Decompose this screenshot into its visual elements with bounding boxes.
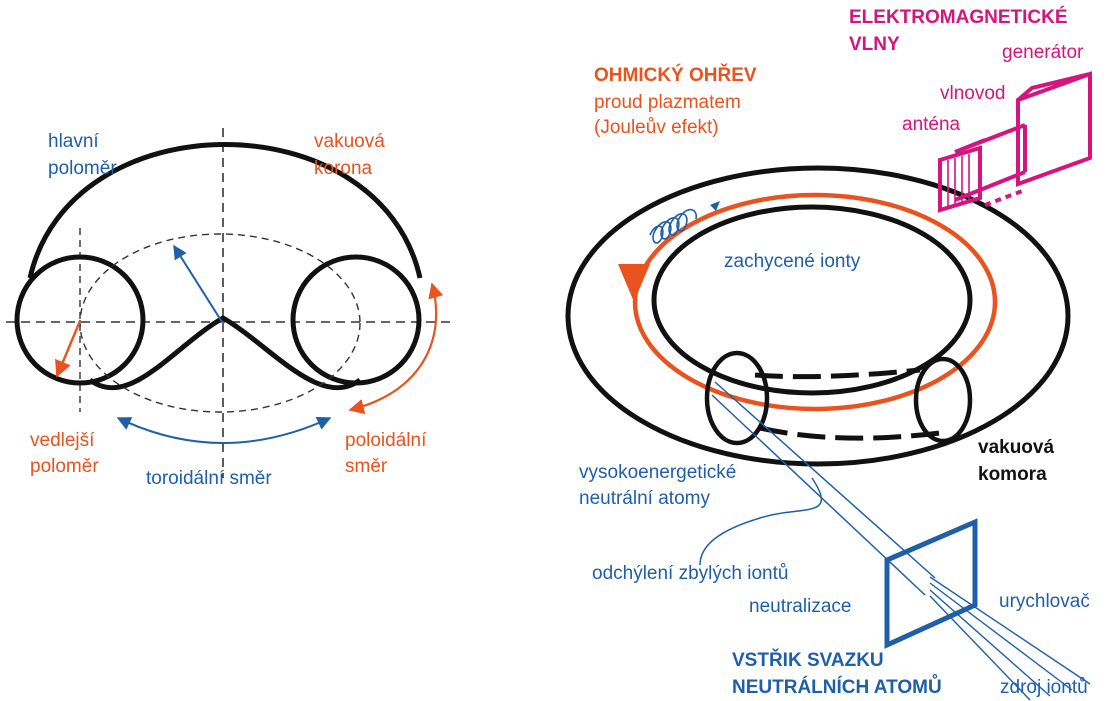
poloidal-direction-arrow [348,282,444,415]
plasma-current-arrow [618,264,650,302]
right-minor-circle [290,254,422,386]
neutral-beam-upper [714,381,936,579]
waveguide-duct [954,123,1027,202]
torus-cross-section [6,128,455,478]
outer-dashed-boundary [759,425,949,441]
torus-inner-ring [651,204,973,396]
waveguide-dashed-link [984,188,1026,207]
major-radius-label: hlavní poloměr [48,131,117,179]
minor-radius-label: vedlejší poloměr [30,430,100,477]
ion-source-label: zdroj iontů [1000,677,1088,698]
inner-dashed-boundary [754,367,921,380]
toroidal-label: toroidální směr [146,468,272,489]
generator-label: generátor [1002,42,1084,63]
plasma-current-ring [632,192,998,412]
major-radius-arrow [173,244,223,323]
em-waves-title: ELEKTROMAGNETICKÉ VLNY [849,6,1073,55]
poloidal-label: poloidální směr [345,430,432,477]
trapped-ions-label: zachycené ionty [724,251,861,272]
neutralizer-box [884,518,978,649]
vacuum-crown-label: vakuová korona [314,131,390,179]
nbi-title: VSTŘIK SVAZKU NEUTRÁLNÍCH ATOMŮ [732,649,942,698]
trapped-ion-spiral [649,208,698,244]
left-labels: hlavní poloměr vakuová korona vedlejší p… [30,131,432,489]
nbi-system [699,381,1091,701]
accelerator-label: urychlovač [999,591,1090,612]
em-wave-system [938,71,1092,213]
antenna-label: anténa [902,114,961,135]
trapped-ion-arrowhead [710,201,720,211]
waveguide-label: vlnovod [940,83,1006,104]
torus-outer-dome [27,142,423,279]
ion-deflection-curve [699,477,823,566]
right-labels: OHMICKÝ OHŘEV proud plazmatem (Jouleův e… [579,6,1090,698]
minor-radius-arrow [55,320,82,378]
generator-box [1016,71,1092,187]
vacuum-chamber-label: vakuová komora [978,437,1059,485]
accelerator-lines [929,576,1091,701]
ion-deflection-label: odchýlení zbylých iontů [592,563,788,584]
neutralization-label: neutralizace [749,596,851,617]
ohmic-heating-title: OHMICKÝ OHŘEV [594,64,757,86]
torus-outer-ring [565,165,1071,467]
section-ellipse-right [913,356,973,444]
section-ellipse-left [704,350,770,446]
tokamak-view [565,165,1071,467]
torus-bottom-bean [88,315,362,391]
left-minor-circle [14,254,146,386]
antenna-grid [947,154,970,206]
antenna-box [938,145,982,213]
toroidal-direction-arrow [116,416,332,444]
neutral-atoms-label: vysokoenergetické neutrální atomy [579,462,742,509]
ohmic-heating-subtitle: proud plazmatem (Jouleův efekt) [594,92,746,138]
